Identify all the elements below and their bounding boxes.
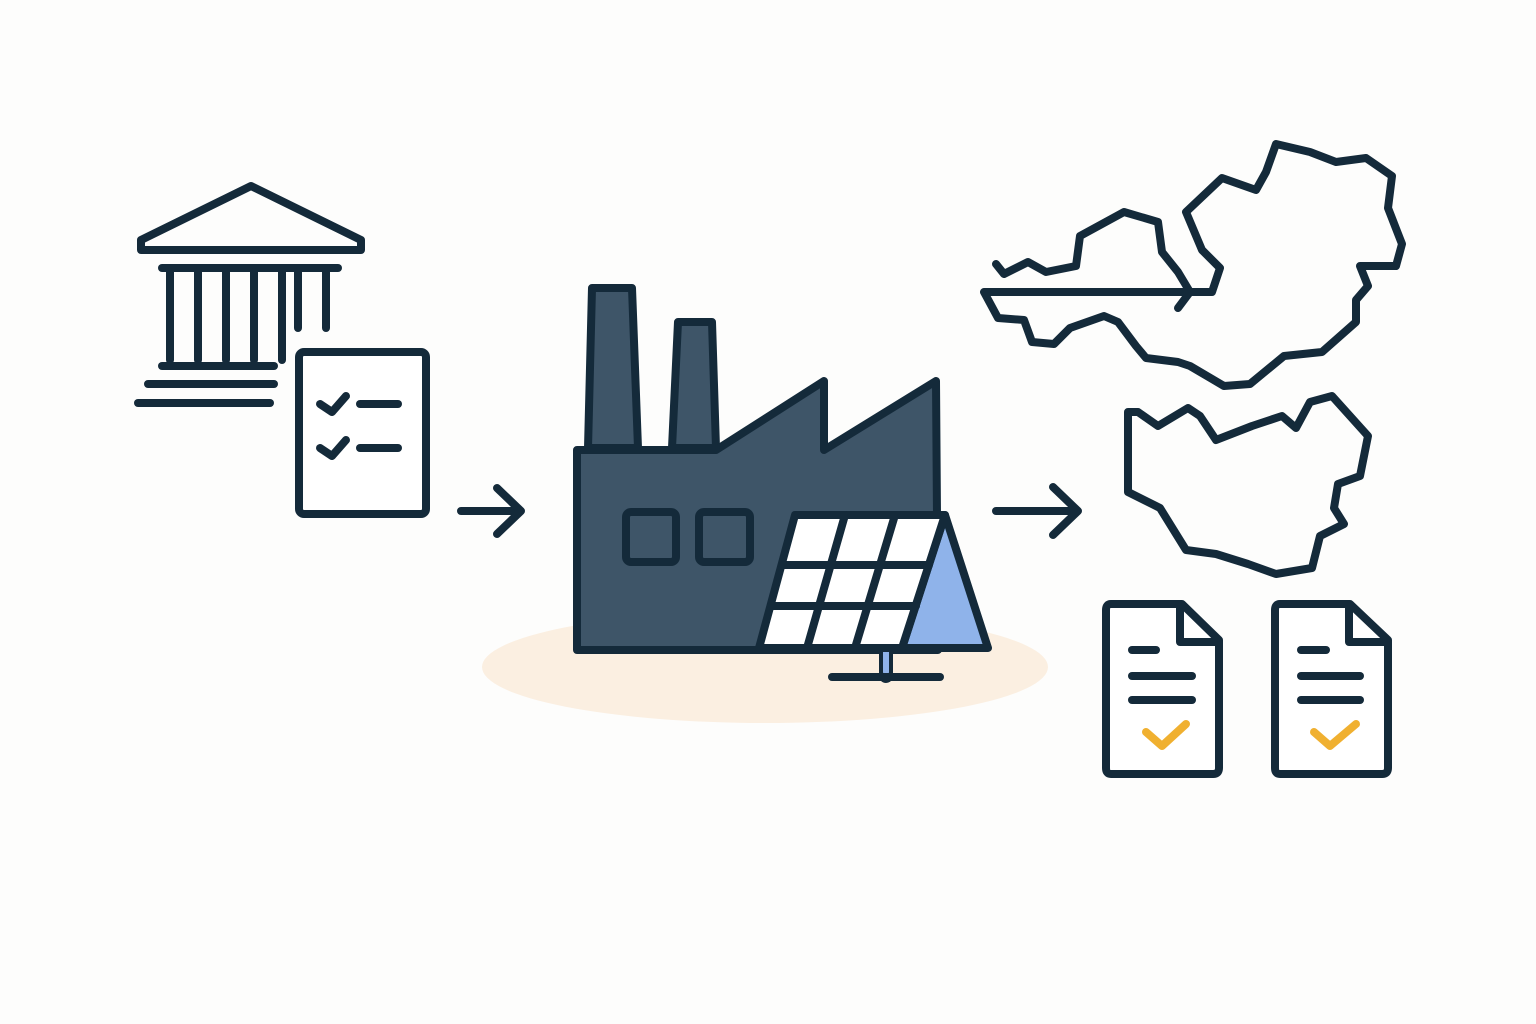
check-icon: [316, 392, 350, 416]
arrow-right-icon: [457, 484, 525, 538]
region-map-icon: [980, 140, 1406, 390]
check-icon: [316, 436, 350, 460]
window-icon: [695, 508, 754, 566]
arrow-right-icon: [992, 483, 1082, 539]
approved-document-icon: [1271, 600, 1392, 778]
checklist-document-icon: [295, 348, 430, 518]
government-building-icon: [134, 182, 365, 407]
window-icon: [622, 508, 680, 566]
check-icon: [1142, 720, 1190, 750]
check-icon: [1310, 720, 1360, 750]
region-map-icon: [1124, 392, 1372, 578]
approved-document-icon: [1102, 600, 1223, 778]
solar-panel-icon: [755, 511, 992, 683]
